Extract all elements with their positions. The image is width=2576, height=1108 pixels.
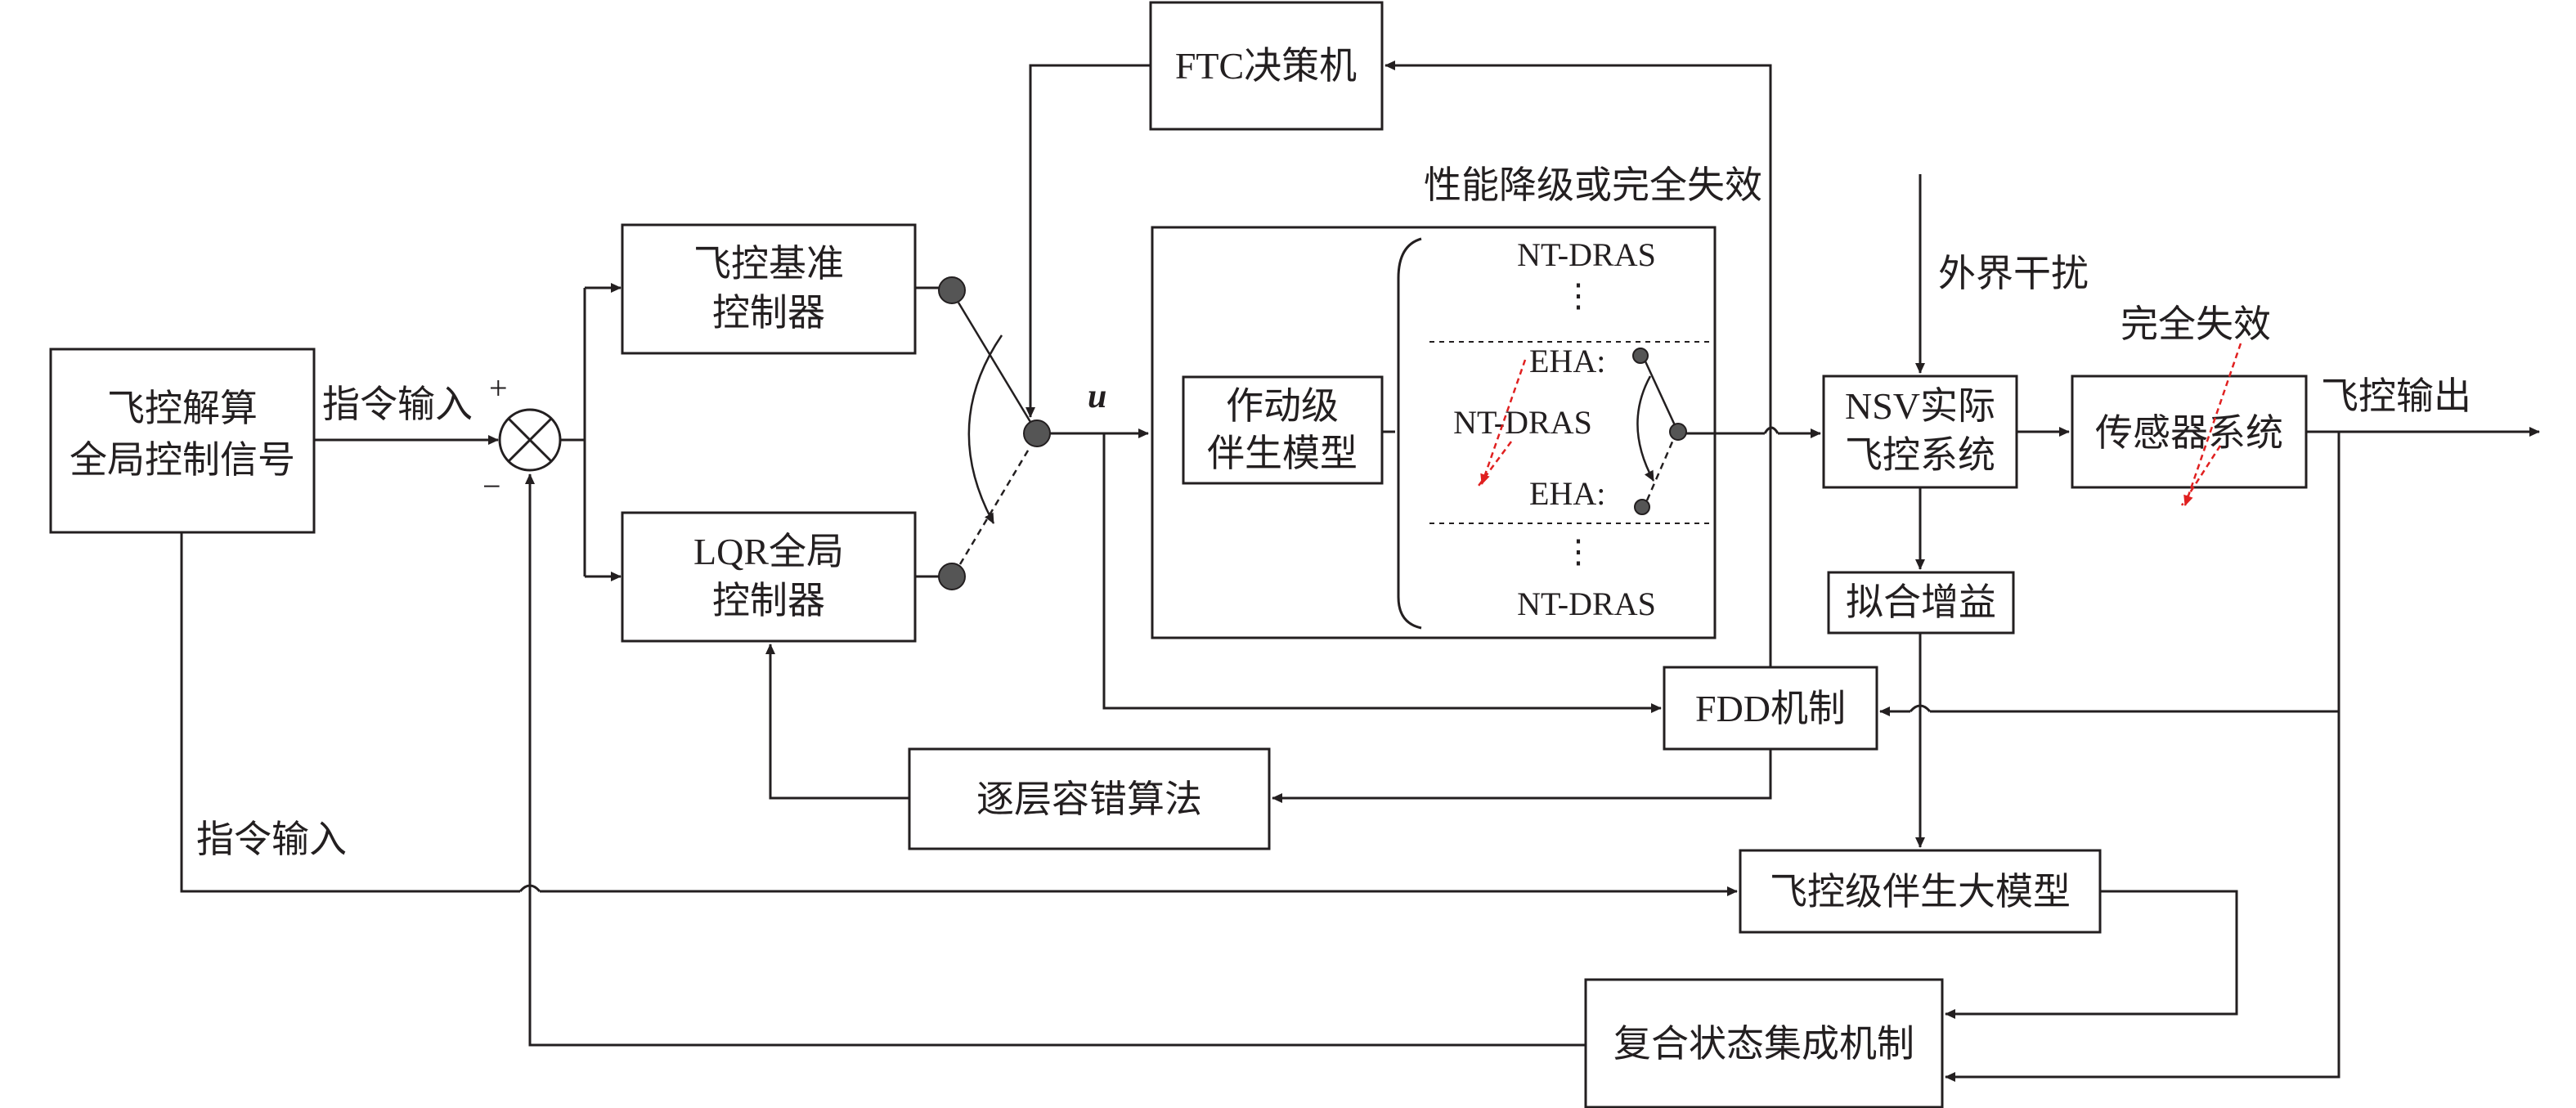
eha-lower-label: EHA: — [1529, 475, 1605, 512]
actuator-region-block: 作动级 伴生模型 NT-DRAS ⋮ EHA: NT-DRAS EHA: ⋮ N… — [1151, 226, 1717, 639]
ntdras-top-label: NT-DRAS — [1517, 236, 1656, 273]
ftc-to-switch-line — [1025, 64, 1151, 418]
nsv-system-line2: 飞控系统 — [1845, 434, 1995, 476]
layered-algorithm-label: 逐层容错算法 — [976, 778, 1202, 820]
eha-switch-contact-lower — [1634, 499, 1650, 515]
nsv-system-line1: NSV实际 — [1845, 385, 1995, 427]
ftc-decision-label: FTC决策机 — [1175, 45, 1357, 87]
eha-switch-contact-upper — [1632, 348, 1649, 364]
fdd-label: FDD机制 — [1695, 688, 1846, 729]
command-input-bottom-label: 指令输入 — [196, 819, 347, 860]
external-disturbance-label: 外界干扰 — [1938, 253, 2089, 294]
sensor-system-label: 传感器系统 — [2095, 412, 2283, 454]
minus-sign: − — [482, 468, 501, 505]
command-input-top-label: 指令输入 — [322, 384, 473, 425]
ftc-decision-block: FTC决策机 — [1149, 1, 1384, 131]
summing-junction: + − — [482, 370, 562, 505]
eha-switch-arm — [1644, 361, 1676, 426]
composite-state-label: 复合状态集成机制 — [1613, 1023, 1914, 1065]
flight-companion-model-block: 飞控级伴生大模型 — [1739, 849, 2102, 934]
flight-companion-model-label: 飞控级伴生大模型 — [1770, 871, 2071, 913]
total-failure-label: 完全失效 — [2120, 303, 2271, 345]
eha-upper-label: EHA: — [1529, 343, 1605, 379]
actuator-brace — [1397, 237, 1422, 630]
vdots-top: ⋮ — [1562, 277, 1595, 314]
connections: 指令输入 u 外界干扰 飞控输出 — [180, 61, 2540, 1082]
lqr-controller-line2: 控制器 — [712, 580, 825, 621]
switch-arm-solid — [957, 302, 1032, 423]
actuator-model-line1: 作动级 — [1226, 385, 1339, 427]
nsv-system-block: NSV实际 飞控系统 — [1822, 375, 2018, 489]
switch-pivot — [1023, 419, 1051, 447]
u-to-fdd-line — [1102, 433, 1662, 713]
ntdras-bottom-label: NT-DRAS — [1517, 585, 1656, 622]
companion-to-composite-line — [1945, 890, 2238, 1019]
sensor-system-block: 传感器系统 — [2071, 375, 2308, 489]
fault-marker-sensor-1 — [2183, 343, 2242, 506]
baseline-controller-line2: 控制器 — [712, 292, 825, 334]
fault-marker-actuator-1 — [1480, 359, 1527, 485]
plus-sign: + — [489, 370, 508, 406]
baseline-controller-line1: 飞控基准 — [693, 243, 844, 285]
layered-algorithm-block: 逐层容错算法 — [908, 747, 1271, 850]
eha-switch-output — [1669, 423, 1687, 441]
actuator-model-line2: 伴生模型 — [1207, 433, 1358, 474]
baseline-controller-block: 飞控基准 控制器 — [621, 223, 917, 355]
algorithm-to-lqr-line — [765, 644, 909, 800]
flight-output-label: 飞控输出 — [2321, 375, 2471, 417]
fdd-block: FDD机制 — [1663, 666, 1878, 751]
lqr-controller-line1: LQR全局 — [693, 531, 844, 572]
fit-gain-label: 拟合增益 — [1846, 581, 1996, 623]
switch-arm-dashed — [958, 446, 1032, 565]
vdots-bottom: ⋮ — [1562, 533, 1595, 570]
eha-switch-curve-arrow — [1636, 375, 1655, 482]
fdd-to-algorithm-line — [1272, 749, 1772, 803]
switch-contact-lqr — [938, 563, 966, 590]
sensor-to-composite-line — [1945, 711, 2340, 1082]
flight-solver-block: 飞控解算 全局控制信号 — [49, 348, 316, 534]
fdd-to-ftc-line — [1384, 61, 1772, 667]
ntdras-mid-label: NT-DRAS — [1453, 404, 1592, 441]
lqr-controller-block: LQR全局 控制器 — [621, 511, 917, 643]
fit-gain-block: 拟合增益 — [1827, 571, 2015, 635]
composite-state-block: 复合状态集成机制 — [1584, 978, 1944, 1108]
u-signal-label: u — [1088, 378, 1106, 415]
flight-solver-line2: 全局控制信号 — [70, 439, 295, 481]
switch-contact-baseline — [938, 276, 966, 304]
switch-curve-arrow — [967, 334, 1003, 524]
composite-feedback-line — [525, 473, 1586, 1047]
flight-solver-line1: 飞控解算 — [107, 388, 258, 429]
fault-marker-sensor-2 — [2180, 445, 2222, 506]
degradation-title-label: 性能降级或完全失效 — [1424, 164, 1762, 206]
